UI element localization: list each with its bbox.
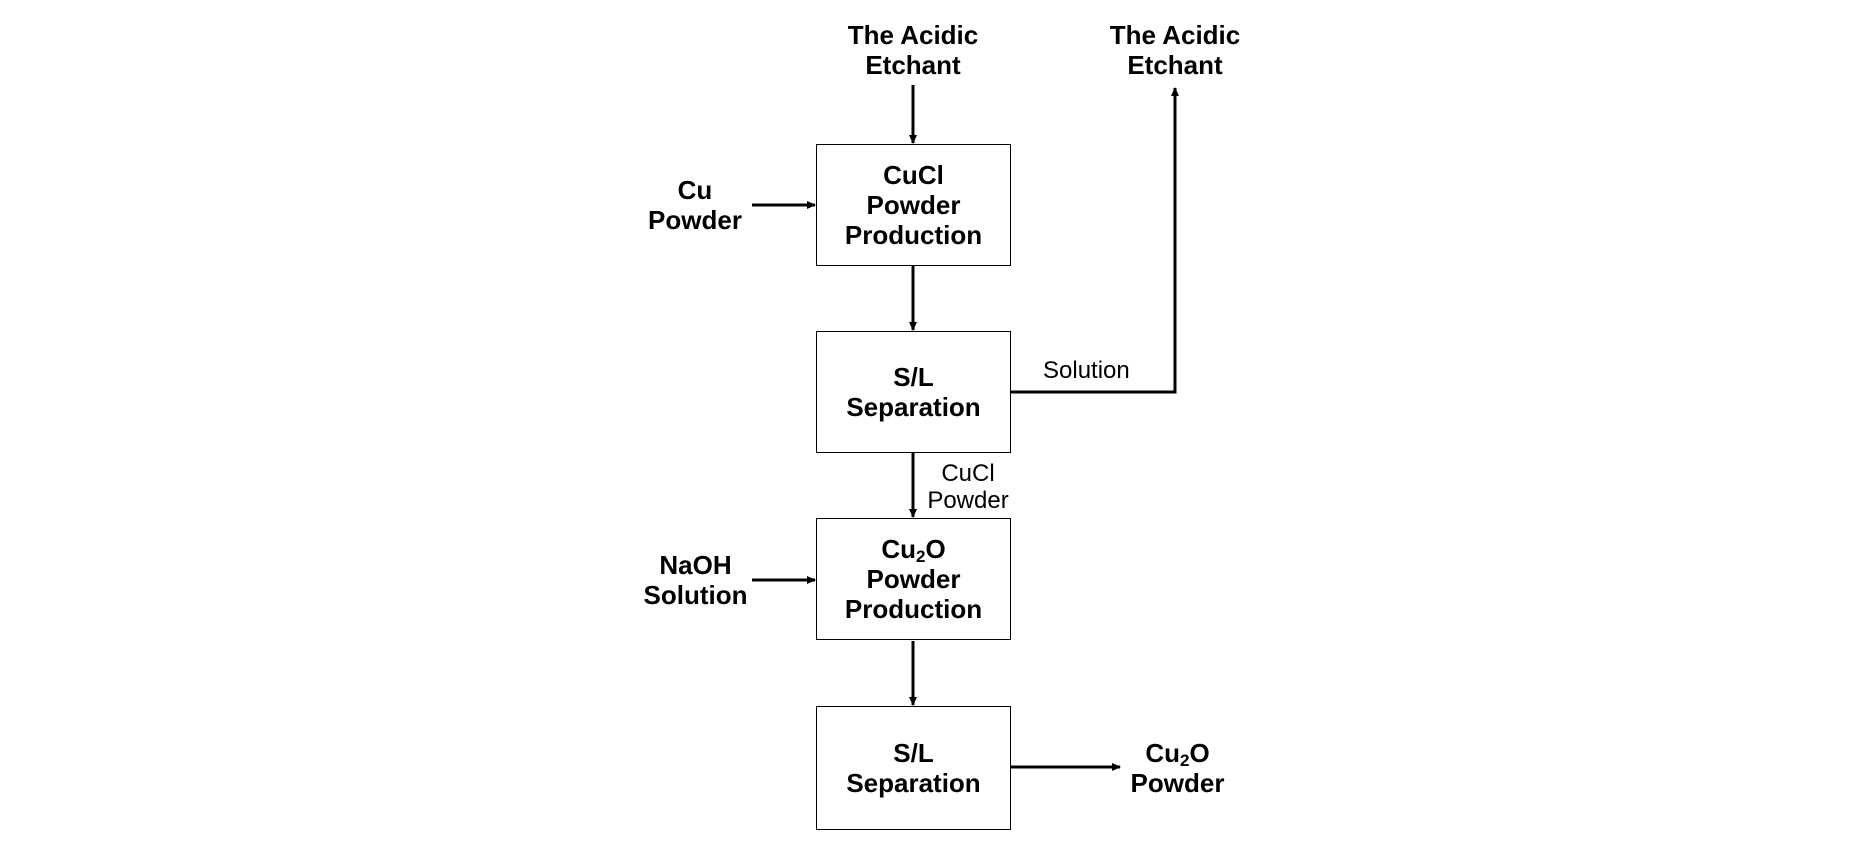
label-acidic-etchant-output: The Acidic Etchant [1095,20,1255,80]
box-cucl-powder-production: CuCl Powder Production [816,144,1011,266]
box-sep1-line-2: Separation [846,392,981,422]
cu-powder-line-1: Cu [677,175,713,205]
etchant-in-line-2: Etchant [865,50,961,80]
flow-label-cucl-powder: CuCl Powder [918,460,1018,514]
label-cu2o-powder-output: Cu2O Powder [1120,738,1235,798]
box-sep2-line-2: Separation [846,768,981,798]
box-cucl-line-1: CuCl [883,160,944,190]
naoh-line-1: NaOH [659,550,732,580]
cu2o-out-subscript: 2 [1179,751,1190,770]
label-cu-powder-input: Cu Powder [635,175,755,235]
cucl-powder-label-line-2: Powder [927,487,1009,514]
cucl-powder-label-line-1: CuCl [941,460,995,487]
label-acidic-etchant-input: The Acidic Etchant [833,20,993,80]
box-cu2o-line-1: Cu2O [881,534,946,566]
cu2o-out-rest: O [1189,738,1210,768]
cu2o-out-line-2: Powder [1130,768,1225,798]
box-cucl-line-2: Powder [866,190,961,220]
cu2o-out-base: Cu [1145,738,1180,768]
box-sl-separation-2: S/L Separation [816,706,1011,830]
box-cu2o-powder-production: Cu2O Powder Production [816,518,1011,640]
box-cu2o-line-2: Powder [866,564,961,594]
label-naoh-solution-input: NaOH Solution [633,550,758,610]
box-cucl-line-3: Production [844,220,983,250]
naoh-line-2: Solution [643,580,748,610]
box-sl-separation-1: S/L Separation [816,331,1011,453]
box-sep2-line-1: S/L [893,738,934,768]
etchant-out-line-2: Etchant [1127,50,1223,80]
flow-label-solution: Solution [1043,357,1130,384]
etchant-in-line-1: The Acidic [847,20,979,50]
cu2o-base: Cu [881,534,916,564]
box-sep1-line-1: S/L [893,362,934,392]
cu2o-subscript: 2 [915,547,926,566]
etchant-out-line-1: The Acidic [1109,20,1241,50]
box-cu2o-line-3: Production [844,594,983,624]
cu2o-rest: O [925,534,946,564]
cu2o-out-line-1: Cu2O [1120,738,1235,770]
cu-powder-line-2: Powder [648,205,742,235]
arrow-solution-recycle [1011,87,1179,394]
